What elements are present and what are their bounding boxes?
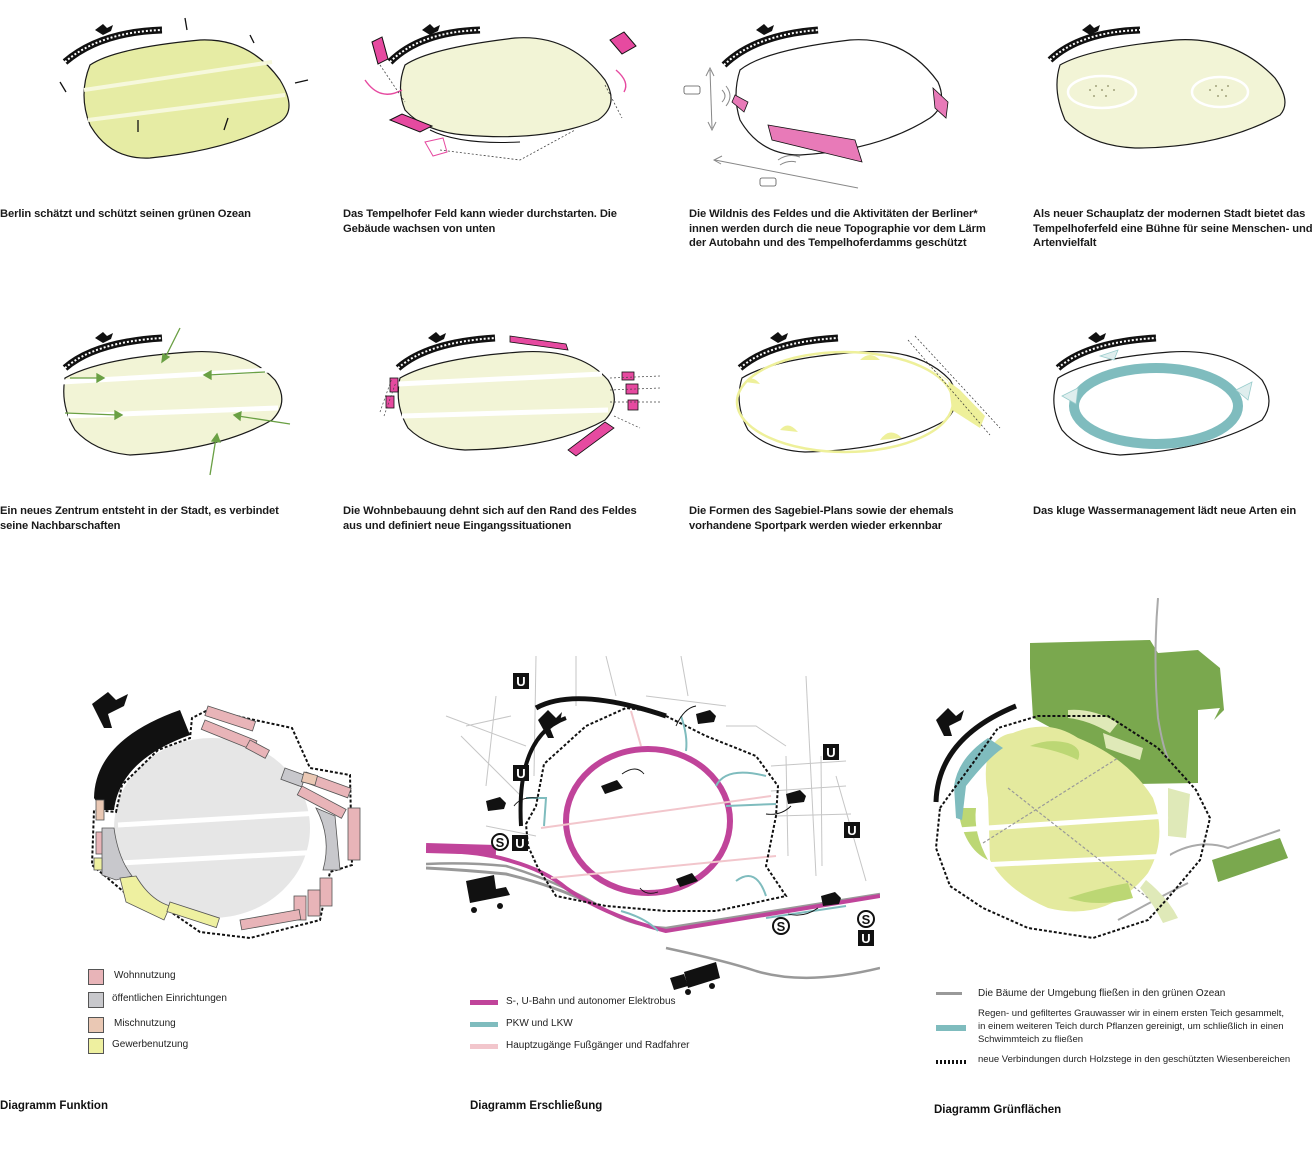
station-label: U <box>847 823 856 838</box>
swatch-fussgaenger <box>470 1044 498 1049</box>
eagle-icon <box>95 332 113 343</box>
swatch-wohnnutzung <box>88 969 104 985</box>
legend-item: Die Bäume der Umgebung fließen in den gr… <box>978 988 1226 999</box>
title-funktion: Diagramm Funktion <box>0 1100 108 1112</box>
caption-8: Das kluge Wassermanagement lädt neue Art… <box>1033 505 1297 517</box>
central-field <box>114 738 310 918</box>
diagram-buildings-grow <box>360 10 650 180</box>
vehicle-icons <box>466 710 841 995</box>
swatch-gewerbe <box>88 1038 104 1054</box>
legend-item: PKW und LKW <box>506 1018 573 1029</box>
legend-item: Mischnutzung <box>114 1018 176 1029</box>
eagle-icon <box>95 24 113 35</box>
legend-item: Regen- und gefiltertes Grauwasser wir in… <box>978 1008 1285 1045</box>
station-icons: U U U U S U S S U <box>491 673 875 946</box>
diagram-stage <box>1020 10 1314 180</box>
diagram-erschliessung: U U U U S U S S U <box>426 656 880 1006</box>
diagram-water <box>1040 320 1314 480</box>
caption-5: Ein neues Zentrum entsteht in der Stadt,… <box>0 505 279 532</box>
caption-1: Berlin schätzt und schützt seinen grünen… <box>0 208 251 220</box>
swatch-wasser <box>936 1025 966 1031</box>
swatch-holzstege <box>936 1060 966 1064</box>
diagram-funktion <box>80 680 390 950</box>
swatch-baeume <box>936 992 962 995</box>
station-label: S <box>777 919 786 934</box>
eagle-icon <box>1082 24 1100 35</box>
eagle-icon <box>422 24 440 35</box>
legend-gruenflaechen: Die Bäume der Umgebung fließen in den gr… <box>934 985 1314 1075</box>
swatch-bahn <box>470 1000 498 1005</box>
car-icon <box>683 85 777 187</box>
park-north <box>1030 640 1224 784</box>
eagle-icon <box>428 332 446 343</box>
legend-item: neue Verbindungen durch Holzstege in den… <box>978 1054 1291 1065</box>
station-label: U <box>516 674 525 689</box>
legend-item: S-, U-Bahn und autonomer Elektrobus <box>506 996 676 1007</box>
diagram-new-center <box>40 320 330 480</box>
eagle-icon <box>538 710 562 738</box>
legend-item: öffentlichen Einrichtungen <box>112 993 227 1004</box>
diagram-topography <box>680 10 980 190</box>
swatch-pkw <box>470 1022 498 1027</box>
station-label: S <box>496 835 505 850</box>
legend-erschliessung: S-, U-Bahn und autonomer Elektrobus PKW … <box>470 994 770 1054</box>
legend-funktion: Wohnnutzung öffentlichen Einrichtungen M… <box>88 966 338 1056</box>
legend-item: Gewerbenutzung <box>112 1039 189 1050</box>
caption-4: Als neuer Schauplatz der modernen Stadt … <box>1033 208 1313 249</box>
title-gruenflaechen: Diagramm Grünflächen <box>934 1104 1062 1116</box>
diagram-housing-edge <box>370 320 670 480</box>
station-label: S <box>862 912 871 927</box>
caption-6: Die Wohnbebauung dehnt sich auf den Rand… <box>343 505 637 532</box>
eagle-icon <box>1088 332 1106 343</box>
diagram-sagebiel <box>720 320 1010 480</box>
caption-7: Die Formen des Sagebiel-Plans sowie der … <box>689 505 954 532</box>
title-erschliessung: Diagramm Erschließung <box>470 1100 603 1112</box>
water-ring <box>1069 363 1243 449</box>
field-shape <box>83 39 290 159</box>
legend-item: Hauptzugänge Fußgänger und Radfahrer <box>506 1040 690 1051</box>
green-ocean <box>985 726 1160 912</box>
eagle-icon <box>92 692 128 728</box>
diagram-ocean <box>40 10 330 180</box>
station-label: U <box>826 745 835 760</box>
swatch-oeffentlich <box>88 992 104 1008</box>
eagle-icon <box>936 708 964 736</box>
legend-item: Wohnnutzung <box>114 970 176 981</box>
eagle-icon <box>756 24 774 35</box>
caption-2: Das Tempelhofer Feld kann wieder durchst… <box>343 208 617 235</box>
magenta-blocks <box>371 31 637 133</box>
swatch-misch <box>88 1017 104 1033</box>
diagram-gruenflaechen <box>928 598 1314 958</box>
station-label: U <box>515 836 524 851</box>
station-label: U <box>516 766 525 781</box>
eagle-icon <box>770 332 788 343</box>
caption-3: Die Wildnis des Feldes und die Aktivität… <box>689 208 986 249</box>
green-arrows <box>64 327 291 476</box>
station-label: U <box>861 931 870 946</box>
